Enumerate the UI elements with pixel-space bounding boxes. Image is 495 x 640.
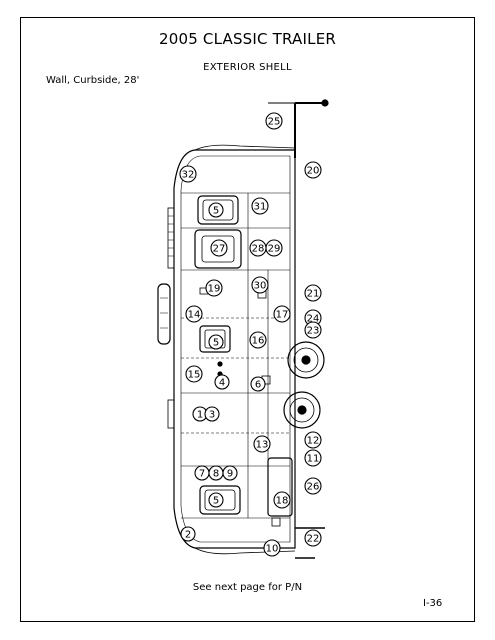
callout-8: 8 <box>208 465 224 481</box>
callout-2: 2 <box>180 526 196 542</box>
callout-29: 29 <box>265 239 283 257</box>
window-lower <box>199 485 241 515</box>
callout-number: 5 <box>213 496 219 507</box>
callout-number: 20 <box>307 166 320 177</box>
callout-5a: 5 <box>208 202 224 218</box>
callout-number: 4 <box>219 378 225 389</box>
callout-number: 19 <box>208 284 221 295</box>
callout-28: 28 <box>249 239 267 257</box>
callout-number: 24 <box>307 314 320 325</box>
callout-13: 13 <box>253 435 271 453</box>
callout-22: 22 <box>304 529 322 547</box>
callout-number: 21 <box>307 289 320 300</box>
callout-32: 32 <box>179 165 197 183</box>
callout-number: 5 <box>213 206 219 217</box>
callout-number: 31 <box>254 202 267 213</box>
window-large <box>194 229 242 269</box>
section-title: EXTERIOR SHELL <box>203 62 292 73</box>
callout-number: 15 <box>188 370 201 381</box>
callout-5c: 5 <box>208 492 224 508</box>
callout-number: 18 <box>276 496 289 507</box>
callout-number: 29 <box>268 244 281 255</box>
callout-16: 16 <box>249 331 267 349</box>
side-vent <box>157 283 171 345</box>
callout-27: 27 <box>210 239 228 257</box>
callout-number: 13 <box>256 440 269 451</box>
callout-18: 18 <box>273 491 291 509</box>
body-inner-outline <box>180 155 291 543</box>
callout-5b: 5 <box>208 334 224 350</box>
callout-25: 25 <box>265 112 283 130</box>
callout-number: 16 <box>252 336 265 347</box>
footer-note: See next page for P/N <box>192 582 303 593</box>
callout-number: 10 <box>266 544 279 555</box>
window-upper <box>197 195 239 225</box>
page-border <box>20 17 475 622</box>
callout-number: 6 <box>255 380 261 391</box>
entry-door <box>267 457 293 517</box>
callout-21: 21 <box>304 284 322 302</box>
callout-number: 32 <box>182 170 195 181</box>
callout-number: 2 <box>185 530 191 541</box>
callout-6: 6 <box>250 376 266 392</box>
callout-9: 9 <box>222 465 238 481</box>
callout-19: 19 <box>205 279 223 297</box>
document-title: 2005 CLASSIC TRAILER <box>158 30 336 48</box>
callout-number: 11 <box>307 454 320 465</box>
callout-7: 7 <box>194 465 210 481</box>
callout-number: 25 <box>268 117 281 128</box>
callout-3: 3 <box>204 406 220 422</box>
callout-number: 7 <box>199 469 205 480</box>
callout-4: 4 <box>214 374 230 390</box>
callout-12: 12 <box>304 431 322 449</box>
callout-number: 8 <box>213 469 219 480</box>
view-label: Wall, Curbside, 28' <box>46 75 140 86</box>
window-middle <box>199 325 231 353</box>
wheel-rear <box>283 391 321 429</box>
callout-number: 1 <box>197 410 203 421</box>
callout-number: 5 <box>213 338 219 349</box>
callout-1: 1 <box>192 406 208 422</box>
callout-number: 26 <box>307 482 320 493</box>
callout-15: 15 <box>185 365 203 383</box>
callout-number: 28 <box>252 244 265 255</box>
callout-number: 12 <box>307 436 320 447</box>
callout-number: 3 <box>209 410 215 421</box>
callout-10: 10 <box>263 539 281 557</box>
body-outline <box>173 149 296 549</box>
callout-14: 14 <box>185 305 203 323</box>
wheel-front <box>287 341 325 379</box>
callout-number: 9 <box>227 469 233 480</box>
callout-23: 23 <box>304 321 322 339</box>
callout-number: 22 <box>307 534 320 545</box>
awning-rail <box>167 207 175 269</box>
callout-26: 26 <box>304 477 322 495</box>
callout-number: 27 <box>213 244 226 255</box>
page-number: I-36 <box>423 598 443 609</box>
callout-30: 30 <box>251 276 269 294</box>
callout-11: 11 <box>304 449 322 467</box>
callout-number: 17 <box>276 310 289 321</box>
callout-17: 17 <box>273 305 291 323</box>
callout-number: 23 <box>307 326 320 337</box>
callout-20: 20 <box>304 161 322 179</box>
callout-number: 14 <box>188 310 201 321</box>
callout-31: 31 <box>251 197 269 215</box>
callout-number: 30 <box>254 281 267 292</box>
